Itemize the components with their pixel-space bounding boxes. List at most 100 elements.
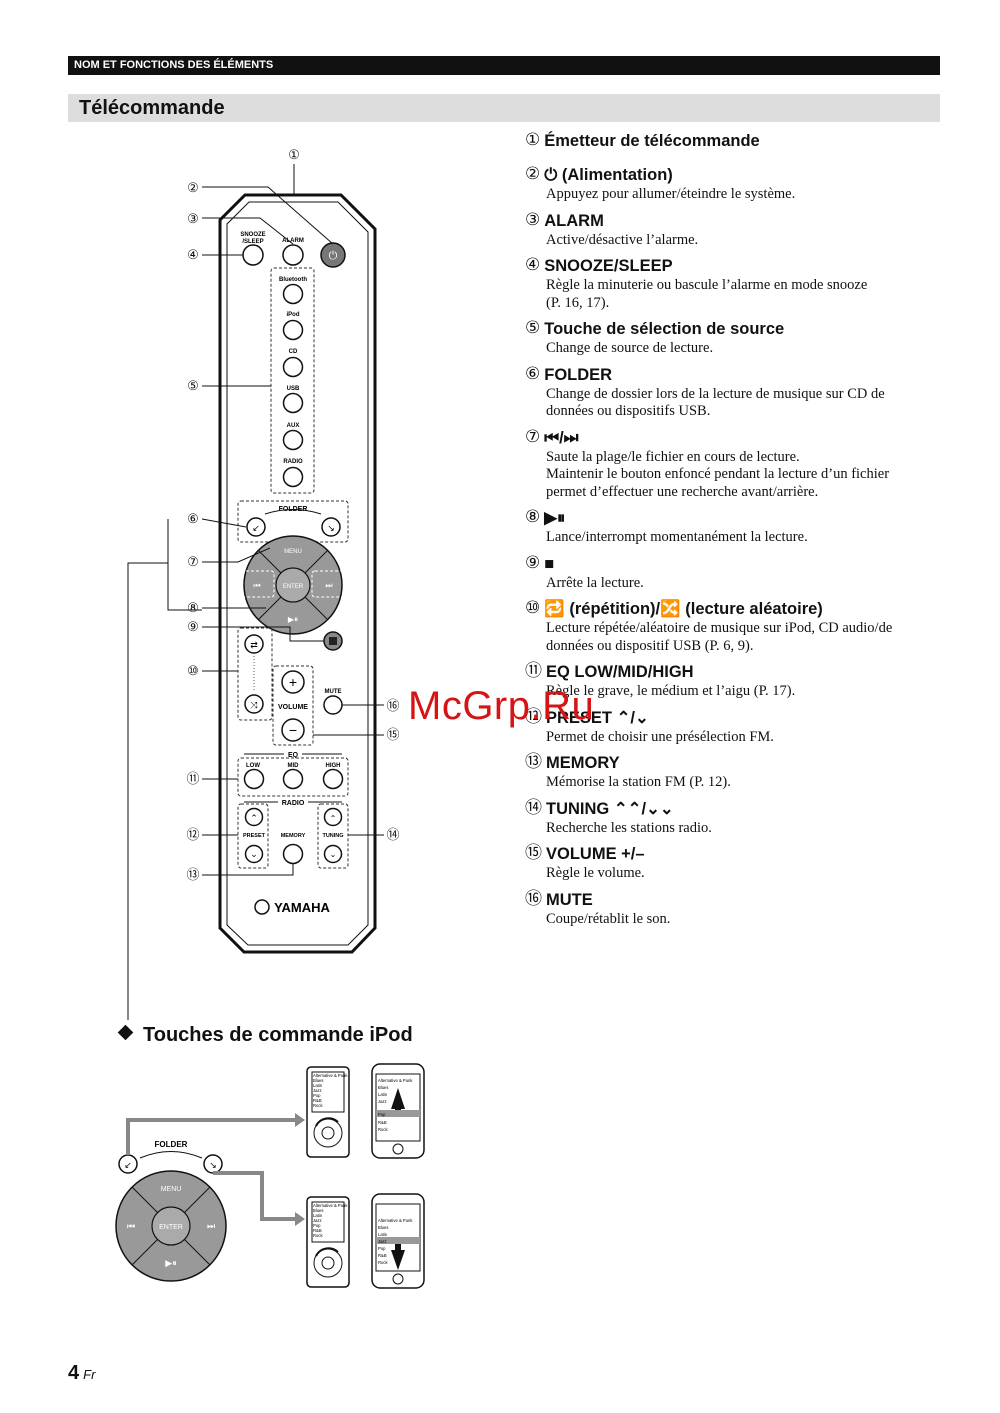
function-item-number: ⑭: [525, 797, 542, 817]
function-item: ⑦⏮/⏭Saute la plage/le fichier en cours d…: [525, 427, 925, 502]
function-item-description: Permet de choisir une présélection FM.: [546, 728, 774, 745]
function-item-description: Change de source de lecture.: [546, 340, 714, 356]
folder-prev-icon: ↙: [124, 1160, 132, 1170]
callout-4: ④: [187, 247, 199, 262]
tuning-up-button[interactable]: [323, 807, 343, 827]
source-label: AUX: [287, 423, 300, 429]
folder-prev-button[interactable]: [246, 517, 266, 537]
watermark: McGrp.Ru: [408, 684, 595, 728]
source-button-ipod[interactable]: [282, 319, 304, 341]
volume-down-button[interactable]: [281, 718, 305, 742]
list-item: Pop: [378, 1112, 386, 1117]
enter-button[interactable]: [275, 567, 311, 603]
function-item-title-text: ALARM: [544, 211, 604, 230]
mute-button[interactable]: [323, 695, 343, 715]
minus-icon: −: [289, 722, 297, 738]
diamond-bullet-icon: [117, 1024, 134, 1041]
list-item: Latin: [378, 1232, 388, 1237]
tuning-down-button[interactable]: [323, 844, 343, 864]
callout-12: ⑫: [186, 827, 199, 842]
skip-back-icon: ⏮: [253, 581, 260, 590]
eq-high-button[interactable]: [322, 768, 344, 790]
volume-up-button[interactable]: [281, 670, 305, 694]
function-item-title-text: EQ LOW/MID/HIGH: [546, 663, 694, 681]
source-button-bluetooth[interactable]: [282, 283, 304, 305]
list-item: Rock: [378, 1260, 388, 1265]
source-button-cd[interactable]: [282, 356, 304, 378]
ipod-section-title: Touches de commande iPod: [117, 1024, 413, 1047]
repeat-button[interactable]: [244, 634, 264, 654]
list-item: Jazz: [313, 1218, 322, 1223]
power-button[interactable]: [320, 242, 346, 268]
list-item: Alternative & Punk: [313, 1073, 348, 1078]
function-item-title: ⑧▶⏸: [525, 507, 925, 529]
ipod-diagram: FOLDER ↙ ↘ ENTER MENU ⏮ ⏭ ▶⏸: [115, 1063, 425, 1289]
source-button-usb[interactable]: [282, 392, 304, 414]
page-number-value: 4: [68, 1362, 80, 1384]
function-item-number: ⑫: [525, 706, 542, 726]
function-item-title-text: PRESET ⌃/⌄: [546, 708, 649, 727]
source-button-aux[interactable]: [282, 429, 304, 451]
function-item-description: Change de dossier lors de la lecture de …: [546, 385, 885, 420]
double-chevron-down-icon: ⌄: [330, 850, 337, 859]
list-item: R&B: [378, 1120, 387, 1125]
source-label: iPod: [287, 312, 300, 318]
callout-1: ①: [288, 147, 300, 162]
function-item-title-text: ▶⏸: [544, 509, 566, 527]
shuffle-button[interactable]: [244, 694, 264, 714]
snooze-sleep-button[interactable]: [242, 244, 264, 266]
function-item-title-text: ⏻ (Alimentation): [544, 166, 673, 184]
function-item-title-text: 🔁 (répétition)/🔀 (lecture aléatoire): [544, 600, 823, 618]
callout-11: ⑪: [186, 771, 199, 786]
function-item-description: Lance/interrompt momentanément la lectur…: [546, 529, 808, 545]
callout-9: ⑨: [187, 619, 199, 634]
ipod-section-title-text: Touches de commande iPod: [143, 1024, 413, 1046]
function-item-number: ⑥: [525, 363, 541, 383]
eq-mid-button[interactable]: [282, 768, 304, 790]
section-header-label: NOM ET FONCTIONS DES ÉLÉMENTS: [74, 59, 274, 71]
list-item: Alternative & Punk: [378, 1078, 413, 1083]
function-item: ⑨■Arrête la lecture.: [525, 553, 925, 593]
function-item: ②⏻ (Alimentation)Appuyez pour allumer/ét…: [525, 164, 925, 204]
list-item: R&B: [313, 1228, 322, 1233]
list-item: Latin: [378, 1092, 388, 1097]
function-item-description: Règle le volume.: [546, 865, 645, 881]
function-item-number: ②: [525, 164, 541, 183]
chevron-up-icon: ⌃: [250, 813, 258, 823]
function-item-description: Saute la plage/le fichier en cours de le…: [546, 448, 890, 500]
power-icon: ⏻: [329, 250, 338, 262]
list-item: Blues: [313, 1208, 323, 1213]
preset-down-button[interactable]: [244, 844, 264, 864]
function-item-title-text: Émetteur de télécommande: [544, 132, 760, 150]
preset-up-button[interactable]: [244, 807, 264, 827]
eq-box: [237, 757, 349, 797]
list-item: Pop: [313, 1093, 321, 1098]
list-item: Blues: [313, 1078, 323, 1083]
eq-low-button[interactable]: [243, 768, 265, 790]
list-item: Alternative & Punk: [378, 1218, 413, 1223]
sleep-label: /SLEEP: [242, 239, 263, 245]
function-item-description: Règle la minuterie ou bascule l’alarme e…: [546, 277, 868, 311]
source-label: USB: [287, 386, 300, 392]
callout-3: ③: [187, 211, 199, 226]
function-item-title: ⑦⏮/⏭: [525, 427, 925, 449]
source-button-radio[interactable]: [282, 466, 304, 488]
alarm-button[interactable]: [282, 244, 304, 266]
memory-button[interactable]: [282, 843, 304, 865]
callout-14: ⑭: [386, 827, 399, 842]
folder-next-button[interactable]: [321, 517, 341, 537]
snooze-label: SNOOZE: [240, 232, 265, 238]
list-item: R&B: [313, 1098, 322, 1103]
